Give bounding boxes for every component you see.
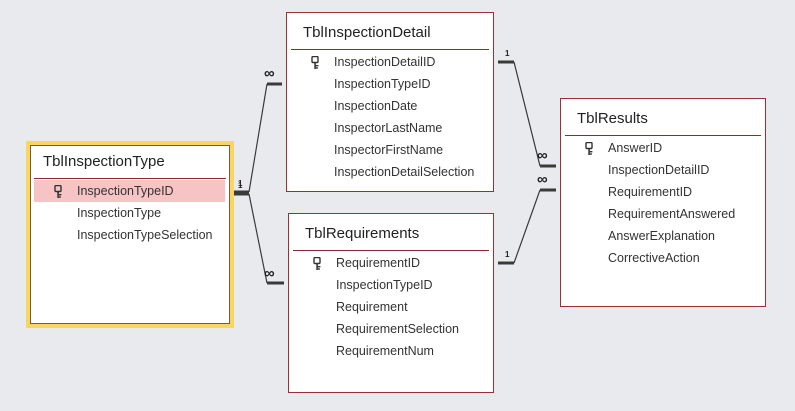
field-name: RequirementSelection [336, 322, 459, 336]
many-label: ∞ [537, 147, 548, 164]
field-name: InspectionDetailSelection [334, 165, 475, 179]
field-name: RequirementNum [336, 344, 434, 358]
title-divider [34, 178, 226, 179]
field-name: InspectionTypeID [77, 184, 174, 198]
field-row[interactable]: InspectionTypeID [34, 180, 225, 202]
primary-key-icon [313, 256, 323, 270]
field-row[interactable]: CorrectiveAction [565, 247, 761, 269]
field-name: InspectorFirstName [334, 143, 444, 157]
field-row[interactable]: Requirement [293, 296, 489, 318]
table-title[interactable]: TblInspectionType [43, 153, 165, 170]
field-name: InspectionType [77, 206, 162, 220]
field-name: InspectionTypeID [336, 278, 433, 292]
field-row[interactable]: RequirementAnswered [565, 203, 761, 225]
table-title[interactable]: TblResults [577, 110, 648, 127]
field-row[interactable]: InspectionTypeID [293, 274, 489, 296]
field-name: InspectionTypeID [334, 77, 431, 91]
field-name: InspectionDetailID [608, 163, 710, 177]
one-label: 1 [238, 179, 243, 188]
primary-key-icon [585, 141, 595, 155]
many-label: ∞ [264, 265, 275, 282]
primary-key-icon [311, 55, 321, 69]
field-row[interactable]: RequirementNum [293, 340, 489, 362]
field-row[interactable]: RequirementSelection [293, 318, 489, 340]
field-row[interactable]: InspectionType [34, 202, 225, 224]
field-name: Requirement [336, 300, 408, 314]
field-row[interactable]: InspectionDetailID [291, 51, 489, 73]
one-label: 1 [505, 49, 510, 58]
field-name: RequirementID [336, 256, 421, 270]
field-row[interactable]: RequirementID [565, 181, 761, 203]
field-list: RequirementID InspectionTypeID Requirement… [289, 252, 493, 362]
field-name: InspectionTypeSelection [77, 228, 213, 242]
field-row[interactable]: InspectorFirstName [291, 139, 489, 161]
field-name: InspectionDate [334, 99, 418, 113]
one-label: 1 [505, 250, 510, 259]
many-label: ∞ [537, 171, 548, 188]
field-row[interactable]: AnswerID [565, 137, 761, 159]
field-row[interactable]: InspectionTypeID [291, 73, 489, 95]
relationship-line[interactable]: 1∞ [498, 49, 556, 168]
many-label: ∞ [264, 65, 275, 82]
field-name: AnswerExplanation [608, 229, 716, 243]
relationship-line[interactable]: 1∞ [234, 65, 282, 194]
field-name: InspectorLastName [334, 121, 443, 135]
relationship-line[interactable]: 1∞ [498, 171, 556, 265]
field-row[interactable]: InspectionTypeSelection [34, 224, 225, 246]
one-label: 1 [238, 181, 243, 190]
field-row[interactable]: AnswerExplanation [565, 225, 761, 247]
relationship-line[interactable]: 1∞ [234, 181, 284, 285]
field-list: AnswerID InspectionDetailID RequirementID R… [561, 137, 765, 269]
field-list: InspectionDetailID InspectionTypeID Inspec… [287, 51, 493, 183]
field-row[interactable]: RequirementID [293, 252, 489, 274]
title-divider [293, 250, 489, 251]
field-name: RequirementAnswered [608, 207, 736, 221]
table-title[interactable]: TblInspectionDetail [303, 24, 431, 41]
primary-key-icon [54, 184, 64, 198]
title-divider [291, 49, 489, 50]
field-row[interactable]: InspectionDetailID [565, 159, 761, 181]
field-row[interactable]: InspectorLastName [291, 117, 489, 139]
field-row[interactable]: InspectionDetailSelection [291, 161, 489, 183]
field-name: RequirementID [608, 185, 693, 199]
table-title[interactable]: TblRequirements [305, 225, 420, 242]
field-name: AnswerID [608, 141, 663, 155]
title-divider [565, 135, 761, 136]
field-name: CorrectiveAction [608, 251, 700, 265]
field-name: InspectionDetailID [334, 55, 436, 69]
field-row[interactable]: InspectionDate [291, 95, 489, 117]
